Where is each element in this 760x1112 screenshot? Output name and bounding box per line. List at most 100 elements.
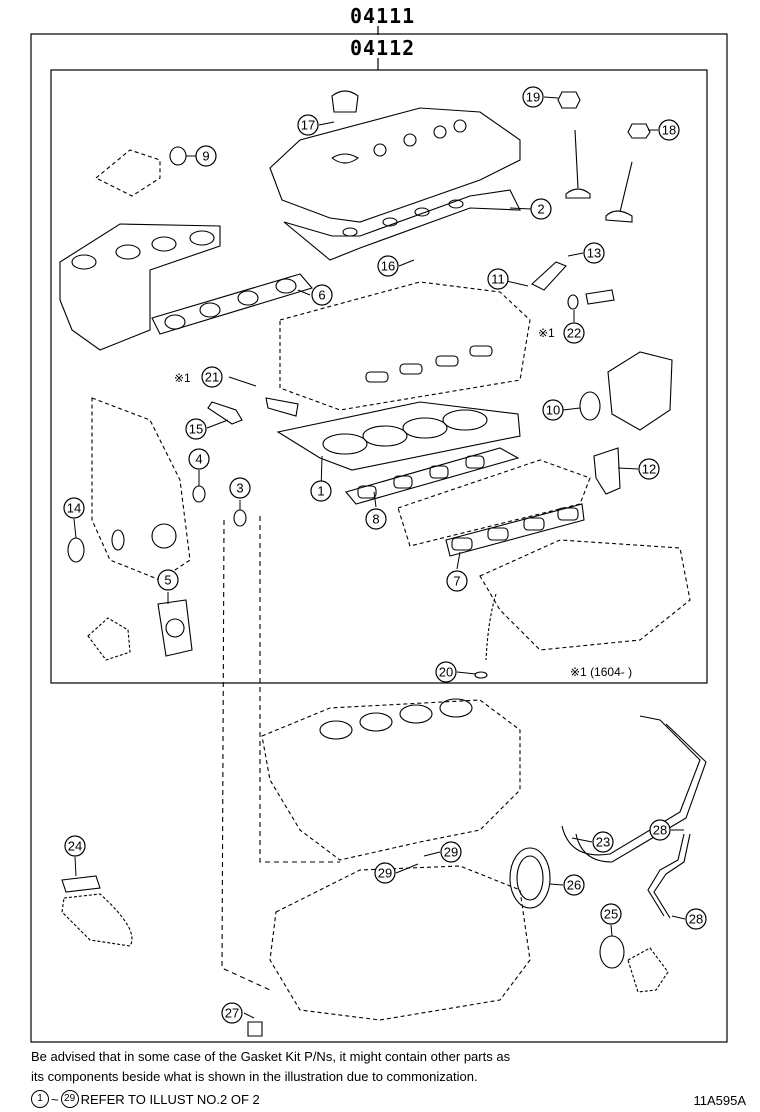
callout-label: 20: [439, 665, 453, 680]
refer-text: REFER TO ILLUST NO.2 OF 2: [80, 1091, 260, 1107]
callout-12[interactable]: 12: [638, 458, 660, 480]
front-oil-seal: [599, 935, 625, 969]
callout-label: 3: [236, 481, 243, 496]
kit-number-outer: 04111: [350, 4, 416, 28]
illustration-code: 11A595A: [693, 1093, 746, 1108]
valve-right: [605, 161, 633, 223]
callout-5[interactable]: 5: [157, 569, 179, 591]
callout-18[interactable]: 18: [658, 119, 680, 141]
callout-label: 11: [491, 272, 505, 287]
valve-left: [565, 129, 591, 199]
callout-label: 23: [596, 835, 610, 850]
cylinder-head: [279, 281, 531, 411]
exhaust-manifold-gasket: [151, 273, 313, 335]
exhaust-pipe: [94, 149, 161, 197]
oil-pan: [269, 865, 531, 1021]
callout-label: 2: [537, 202, 544, 217]
callout-28-lower[interactable]: 28: [685, 908, 707, 930]
nut-19: [557, 91, 581, 109]
cylinder-block: [261, 699, 521, 861]
callout-label: 6: [318, 288, 325, 303]
refer-note: 1 ~ 29 REFER TO ILLUST NO.2 OF 2: [31, 1090, 260, 1108]
callout-label: 13: [587, 246, 601, 261]
intake-plenum: [479, 539, 691, 651]
valve-cover-gasket: [283, 189, 521, 261]
callout-label: 7: [453, 574, 460, 589]
kit-number-inner: 04112: [350, 36, 416, 60]
callout-13[interactable]: 13: [583, 242, 605, 264]
callout-1[interactable]: 1: [310, 480, 332, 502]
callout-16[interactable]: 16: [377, 255, 399, 277]
callout-4[interactable]: 4: [188, 448, 210, 470]
water-pump: [87, 617, 131, 661]
gasket-12: [593, 447, 621, 495]
note-mark-21: ※1: [174, 371, 191, 385]
outer-kit-frame: [30, 33, 728, 1043]
callout-21[interactable]: 21: [201, 366, 223, 388]
callout-label: 29: [444, 845, 458, 860]
callout-2[interactable]: 2: [530, 198, 552, 220]
callout-19[interactable]: 19: [522, 86, 544, 108]
inner-kit-frame: [50, 69, 708, 684]
callout-26[interactable]: 26: [563, 874, 585, 896]
callout-label: 22: [567, 326, 581, 341]
note-mark-22: ※1: [538, 326, 555, 340]
refer-tilde: ~: [51, 1091, 59, 1107]
callout-15[interactable]: 15: [185, 418, 207, 440]
timing-cover: [91, 397, 191, 581]
callout-label: 17: [301, 118, 315, 133]
callout-27[interactable]: 27: [221, 1002, 243, 1024]
callout-6[interactable]: 6: [311, 284, 333, 306]
callout-29-right[interactable]: 29: [440, 841, 462, 863]
exhaust-manifold: [59, 223, 221, 351]
callout-label: 24: [68, 839, 82, 854]
callout-label: 18: [662, 123, 676, 138]
throttle-body: [607, 351, 673, 431]
callout-3[interactable]: 3: [229, 477, 251, 499]
intake-gasket-8: [345, 447, 520, 505]
callout-14[interactable]: 14: [63, 497, 85, 519]
sensor-15: [207, 401, 243, 425]
callout-label: 29: [378, 866, 392, 881]
callout-29-left[interactable]: 29: [374, 862, 396, 884]
intake-gasket-7: [445, 503, 585, 557]
o-ring-4: [192, 485, 206, 503]
sensor-22: [585, 289, 615, 305]
gasket-24: [61, 875, 101, 893]
callout-25[interactable]: 25: [600, 903, 622, 925]
callout-10[interactable]: 10: [542, 399, 564, 421]
callout-24[interactable]: 24: [64, 835, 86, 857]
callout-22[interactable]: 22: [563, 322, 585, 344]
nut-18: [627, 123, 651, 139]
refer-start-circle: 1: [31, 1090, 49, 1108]
refer-end-circle: 29: [60, 1090, 79, 1108]
callout-17[interactable]: 17: [297, 114, 319, 136]
callout-7[interactable]: 7: [446, 570, 468, 592]
disclaimer-line-1: Be advised that in some case of the Gask…: [31, 1049, 511, 1064]
callout-20[interactable]: 20: [435, 661, 457, 683]
callout-label: 21: [205, 370, 219, 385]
callout-28-upper[interactable]: 28: [649, 819, 671, 841]
callout-label: 14: [67, 501, 81, 516]
rear-oil-seal: [509, 847, 551, 909]
intake-manifold: [397, 459, 591, 547]
callout-label: 28: [689, 912, 703, 927]
water-pipe: [561, 715, 701, 856]
callout-label: 12: [642, 462, 656, 477]
callout-label: 5: [164, 573, 171, 588]
callout-label: 16: [381, 259, 395, 274]
sensor-21: [265, 397, 299, 417]
callout-label: 27: [225, 1006, 239, 1021]
callout-11[interactable]: 11: [487, 268, 509, 290]
drain-plug: [247, 1021, 263, 1037]
callout-23[interactable]: 23: [592, 831, 614, 853]
callout-label: 1: [317, 484, 324, 499]
valve-cover: [269, 107, 521, 223]
callout-8[interactable]: 8: [365, 508, 387, 530]
callout-9[interactable]: 9: [195, 145, 217, 167]
water-pump-gasket: [157, 599, 193, 657]
o-ring-3: [233, 509, 247, 527]
callout-label: 28: [653, 823, 667, 838]
head-gasket: [276, 401, 521, 471]
